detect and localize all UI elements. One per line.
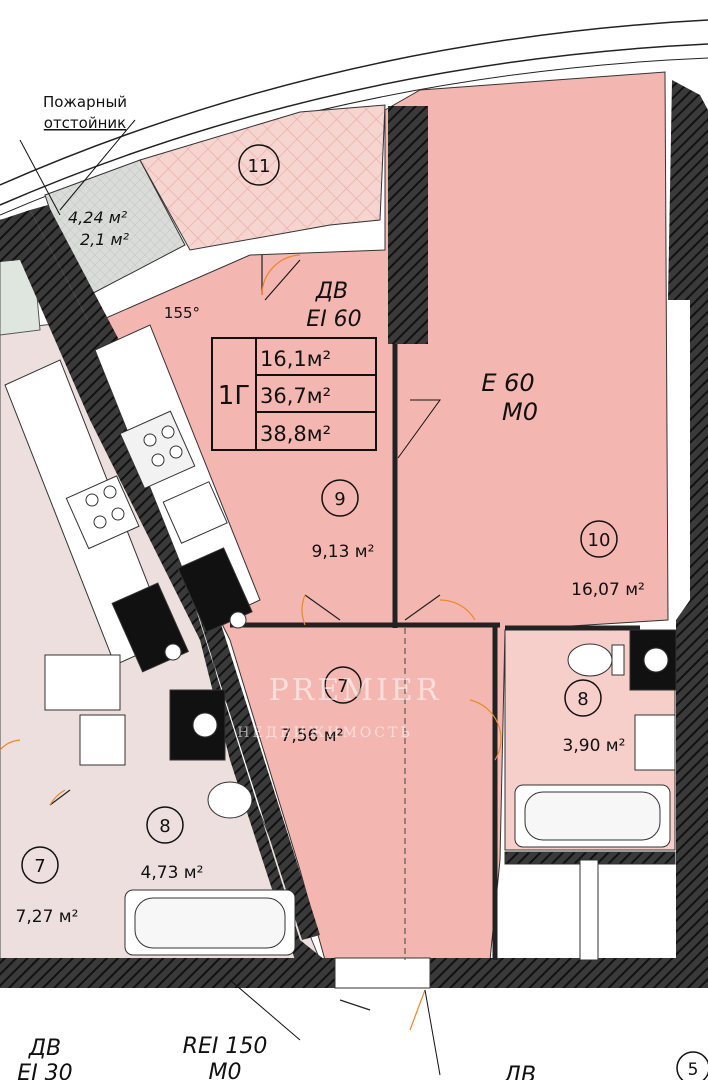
room-9-number: 9	[334, 489, 345, 510]
axis-label: 5	[688, 1060, 699, 1080]
room-10-area: 16,07 м²	[571, 580, 645, 600]
wall-column-center	[388, 106, 428, 344]
note-line2: отстойник	[44, 114, 126, 132]
apartment-fill	[89, 71, 669, 961]
watermark-brand: PREMIER	[269, 673, 442, 708]
neighbor-kitchen	[4, 359, 189, 711]
room-11-loggia	[139, 104, 386, 251]
footer-wall-material: M0	[209, 1060, 242, 1080]
bathroom-fixtures-left	[79, 689, 296, 956]
door-angle: 155°	[164, 304, 200, 322]
room-7-number: 7	[337, 676, 348, 697]
room-8-right-area: 3,90 м²	[563, 736, 626, 756]
fire-sump-area-label: 4,24 м²	[68, 208, 128, 227]
room-circles	[21, 144, 708, 1080]
apartment-type: 1Г	[218, 381, 250, 411]
entry-opening	[334, 957, 431, 989]
room-8-left-number: 8	[159, 816, 170, 837]
watermark-sub: НЕДВИЖИМОСТЬ	[237, 725, 413, 741]
apartment-total-with-area: 38,8м²	[260, 422, 331, 446]
footer-door-rating: EI 30	[17, 1061, 72, 1080]
footer-door-code: ДВ	[28, 1036, 61, 1061]
room-11-number: 11	[248, 156, 271, 177]
wall-left-diagonal	[0, 210, 325, 960]
apartment-living-area: 16,1м²	[260, 347, 331, 371]
doors	[0, 254, 502, 1031]
wall-left-diagonal-2	[30, 205, 320, 940]
room-7-left-area: 7,27 м²	[16, 907, 79, 927]
footer-right-code: ДВ	[503, 1063, 536, 1080]
footer-wall-rating: REI 150	[183, 1034, 268, 1059]
leader-lines	[19, 119, 441, 1076]
area-table	[211, 337, 377, 451]
kitchen-counter	[94, 324, 261, 633]
facade-curve	[0, 19, 708, 186]
bathroom-fixtures-right	[504, 629, 677, 961]
door-main-code: ДВ	[315, 279, 348, 304]
room-8-right-number: 8	[577, 689, 588, 710]
apartment-total-area: 36,7м²	[260, 384, 331, 408]
note-line1: Пожарный	[43, 93, 127, 111]
partition-material: M0	[502, 398, 538, 426]
room-10-number: 10	[588, 530, 611, 551]
room-7-left-number: 7	[34, 856, 45, 877]
room-8-left-area: 4,73 м²	[141, 863, 204, 883]
fire-sump-area2-label: 2,1 м²	[80, 230, 130, 249]
door-main-rating: EI 60	[306, 307, 361, 332]
partition-rating: E 60	[481, 369, 534, 397]
room-7-area: 7,56 м²	[281, 726, 344, 746]
facade-curve-inner	[0, 43, 708, 206]
wall-right	[668, 80, 708, 960]
room-9-area: 9,13 м²	[312, 542, 375, 562]
